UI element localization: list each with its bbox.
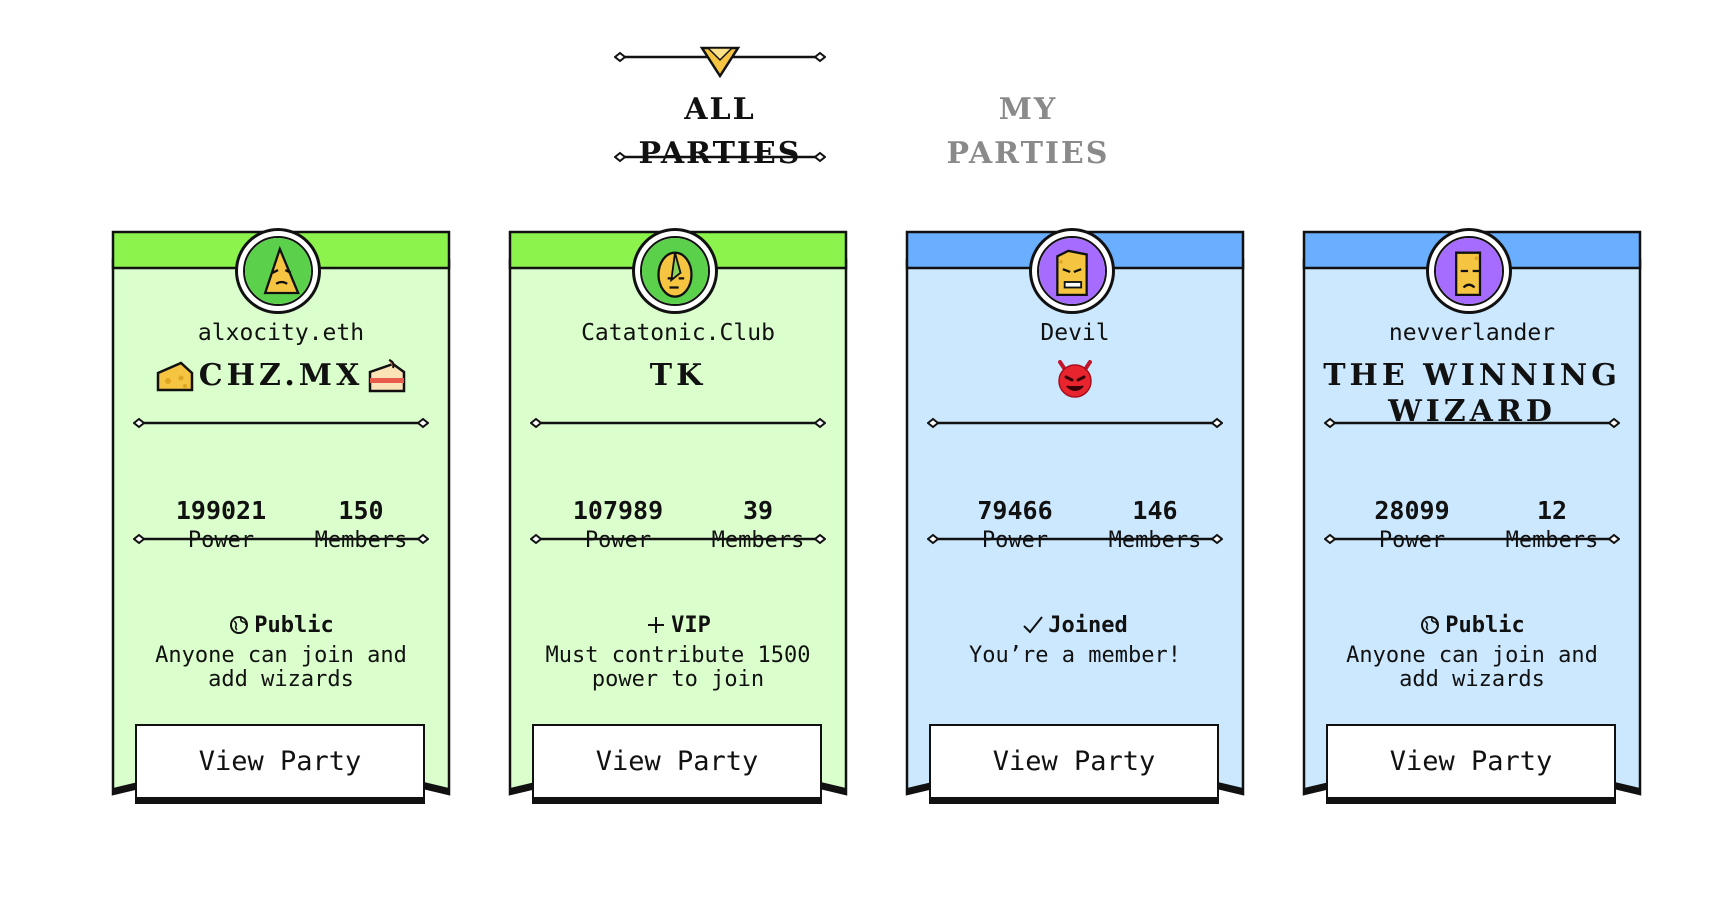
members-label: Members xyxy=(314,528,408,553)
stat-power: 28099 Power xyxy=(1342,496,1482,556)
party-owner: nevverlander xyxy=(1388,320,1556,346)
tab-all-parties[interactable]: ALL PARTIES xyxy=(638,92,802,171)
party-name-text: TK xyxy=(649,358,707,393)
access-label: Public xyxy=(254,613,334,638)
members-value: 146 xyxy=(1132,496,1178,525)
view-party-button[interactable]: View Party xyxy=(532,724,822,804)
tab-active-underline xyxy=(614,151,826,163)
party-name: TK xyxy=(528,358,828,394)
card-divider-bottom xyxy=(530,533,826,545)
members-label: Members xyxy=(1505,528,1599,553)
stat-members: 150 Members xyxy=(291,496,431,556)
tab-top-ornament xyxy=(614,46,826,79)
access-description: Must contribute 1500 power to join xyxy=(545,643,811,692)
stat-power: 79466 Power xyxy=(945,496,1085,556)
card-divider-top xyxy=(927,417,1223,429)
party-name: CHZ.MX xyxy=(131,358,431,402)
access-type: Joined xyxy=(905,612,1245,640)
access-type: VIP xyxy=(508,612,848,640)
globe-icon xyxy=(230,616,249,634)
power-label: Power xyxy=(187,528,255,553)
party-name-text: CHZ.MX xyxy=(198,358,364,393)
party-owner: Catatonic.Club xyxy=(581,320,775,346)
party-card[interactable]: Catatonic.Club TK 107989 Power 39 Member… xyxy=(508,228,848,878)
party-avatar xyxy=(1029,228,1115,314)
party-avatar xyxy=(632,228,718,314)
globe-icon xyxy=(1421,616,1440,634)
tab-my-parties[interactable]: MY PARTIES xyxy=(946,92,1110,171)
access-type: Public xyxy=(111,612,451,640)
stat-power: 199021 Power xyxy=(151,496,291,556)
party-card[interactable]: Devil 79466 Power 146 Members Joined You… xyxy=(905,228,1245,878)
stat-members: 146 Members xyxy=(1085,496,1225,556)
access-description: Anyone can join and add wizards xyxy=(1346,643,1598,692)
power-value: 199021 xyxy=(175,496,267,525)
members-label: Members xyxy=(1108,528,1202,553)
access-label: Joined xyxy=(1048,613,1128,638)
power-value: 28099 xyxy=(1374,496,1450,525)
stat-members: 39 Members xyxy=(688,496,828,556)
party-owner: Devil xyxy=(1040,320,1110,346)
party-avatar xyxy=(235,228,321,314)
party-name xyxy=(925,358,1225,398)
access-label: VIP xyxy=(671,613,711,638)
checkmark-icon xyxy=(1023,616,1044,634)
power-value: 79466 xyxy=(977,496,1053,525)
access-label: Public xyxy=(1445,613,1525,638)
view-party-button[interactable]: View Party xyxy=(929,724,1219,804)
members-value: 150 xyxy=(338,496,384,525)
plus-icon xyxy=(648,617,665,633)
power-label: Power xyxy=(981,528,1049,553)
card-divider-top xyxy=(133,417,429,429)
view-party-button[interactable]: View Party xyxy=(135,724,425,804)
card-divider-bottom xyxy=(1324,533,1620,545)
party-avatar xyxy=(1426,228,1512,314)
stat-members: 12 Members xyxy=(1482,496,1622,556)
power-label: Power xyxy=(584,528,652,553)
card-divider-top xyxy=(1324,417,1620,429)
members-label: Members xyxy=(711,528,805,553)
power-label: Power xyxy=(1378,528,1446,553)
card-divider-bottom xyxy=(133,533,429,545)
access-description: Anyone can join and add wizards xyxy=(155,643,407,692)
view-party-button[interactable]: View Party xyxy=(1326,724,1616,804)
cheese-icon xyxy=(156,361,193,392)
card-divider-bottom xyxy=(927,533,1223,545)
party-card[interactable]: nevverlander THE WINNING WIZARD 28099 Po… xyxy=(1302,228,1642,878)
party-owner: alxocity.eth xyxy=(197,320,365,346)
card-divider-top xyxy=(530,417,826,429)
members-value: 12 xyxy=(1536,496,1568,525)
devil-emoji-icon xyxy=(1058,360,1092,398)
access-type: Public xyxy=(1302,612,1642,640)
cake-icon xyxy=(369,359,406,393)
stat-power: 107989 Power xyxy=(548,496,688,556)
party-card[interactable]: alxocity.eth CHZ.MX 199021 Power 150 Mem… xyxy=(111,228,451,878)
access-description: You’re a member! xyxy=(969,643,1181,668)
party-tabs: ALL PARTIES MY PARTIES xyxy=(0,0,1719,180)
members-value: 39 xyxy=(742,496,774,525)
power-value: 107989 xyxy=(572,496,664,525)
